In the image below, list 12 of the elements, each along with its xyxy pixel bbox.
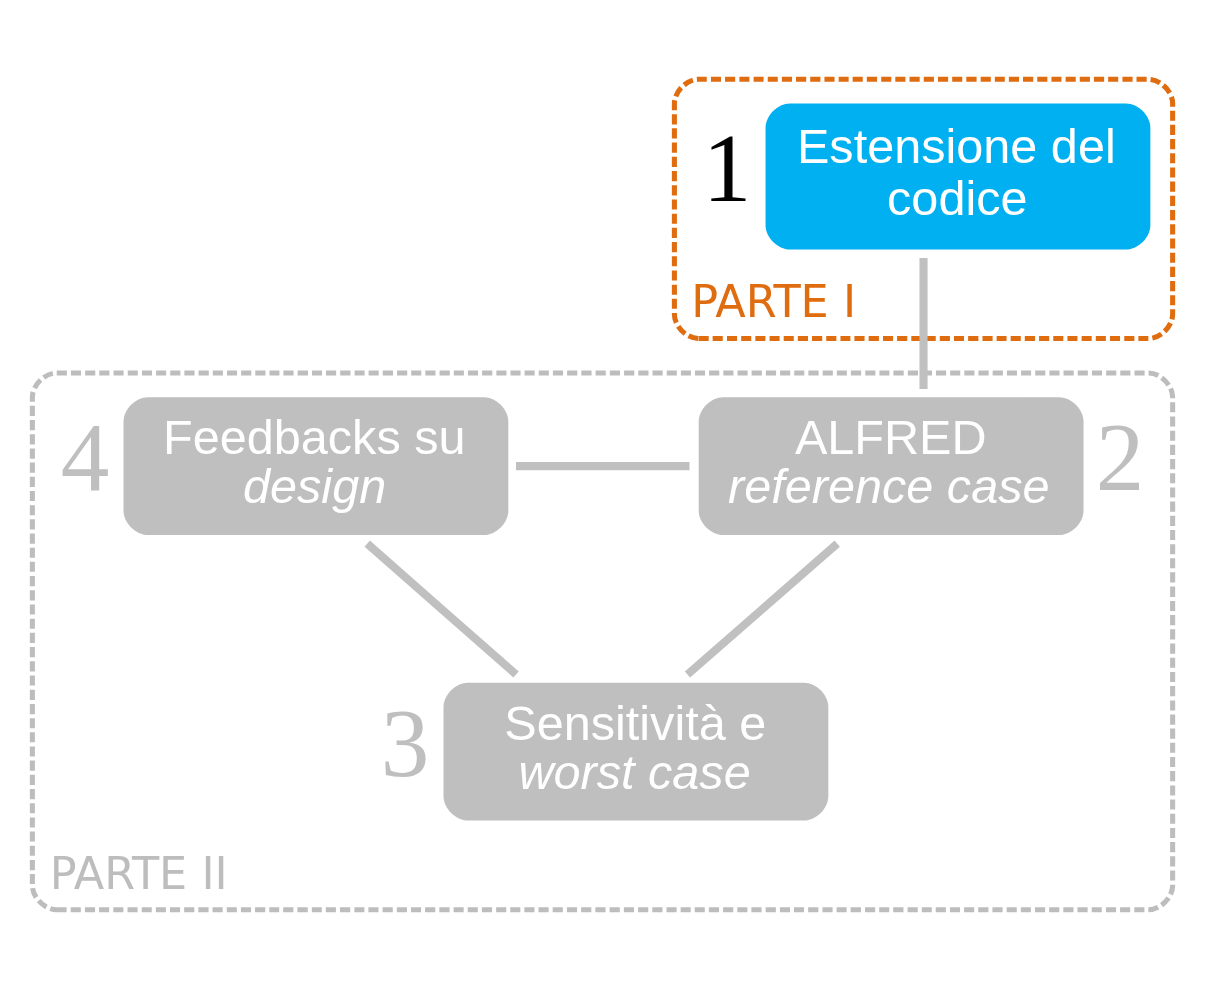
connector xyxy=(516,462,690,471)
node-box: ALFRED reference case xyxy=(698,397,1084,535)
node-label: 4 xyxy=(60,403,110,512)
connector xyxy=(919,258,928,389)
connector xyxy=(684,540,840,678)
node-label: 1 xyxy=(702,113,752,222)
connector xyxy=(364,540,519,678)
node-box: Feedbacks su design xyxy=(123,397,509,535)
node-label: 2 xyxy=(1095,403,1145,512)
node-label: 3 xyxy=(380,688,430,797)
node-box: Sensitività e worst case xyxy=(443,682,829,821)
node-box: Estensione del codice xyxy=(765,103,1151,250)
